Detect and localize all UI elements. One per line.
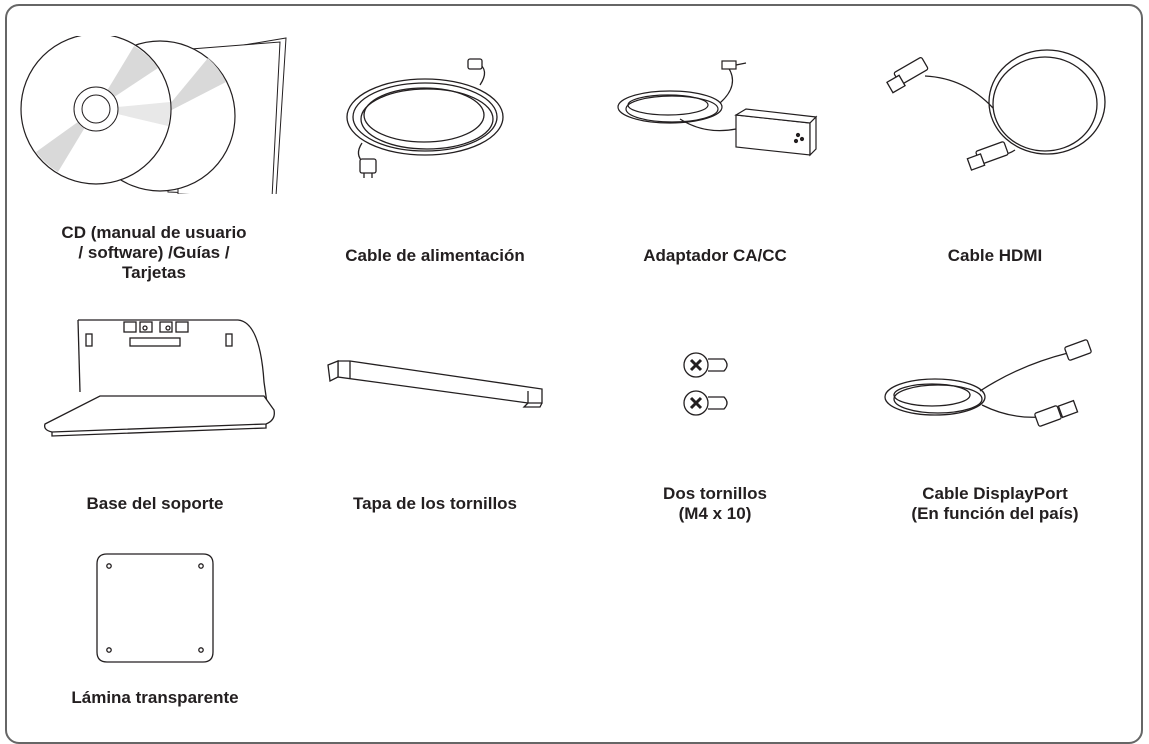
caption-line: Tapa de los tornillos [352,494,518,513]
power-cable-icon [340,55,510,180]
caption-line: Cable HDMI [947,246,1043,265]
item-caption: Cable HDMI [870,246,1120,266]
caption-line: Cable DisplayPort [922,484,1068,503]
screw-cover-icon [320,355,550,410]
ac-dc-adapter-icon [610,55,820,175]
caption-line: CD (manual de usuario [61,223,247,242]
caption-line: Lámina transparente [71,688,239,707]
item-caption: Cable de alimentación [310,246,560,266]
caption-line: Adaptador CA/CC [643,246,787,265]
hdmi-cable-icon [885,38,1110,188]
caption-line: (M4 x 10) [678,504,752,523]
item-caption: Cable DisplayPort (En función del país) [860,484,1130,524]
caption-line: / software) /Guías / [78,243,230,262]
item-caption: Base del soporte [30,494,280,514]
stand-base-icon [40,312,280,437]
transparent-sheet-icon [95,552,215,664]
screws-icon [680,345,740,425]
item-caption: CD (manual de usuario / software) /Guías… [18,223,290,283]
item-caption: Dos tornillos (M4 x 10) [590,484,840,524]
caption-line: (En función del país) [911,504,1079,523]
caption-line: Cable de alimentación [345,246,525,265]
caption-line: Tarjetas [122,263,186,282]
item-caption: Lámina transparente [30,688,280,708]
caption-line: Dos tornillos [663,484,767,503]
caption-line: Base del soporte [86,494,224,513]
item-caption: Tapa de los tornillos [310,494,560,514]
displayport-cable-icon [880,335,1105,435]
cd-and-manuals-icon [18,36,290,194]
item-caption: Adaptador CA/CC [590,246,840,266]
